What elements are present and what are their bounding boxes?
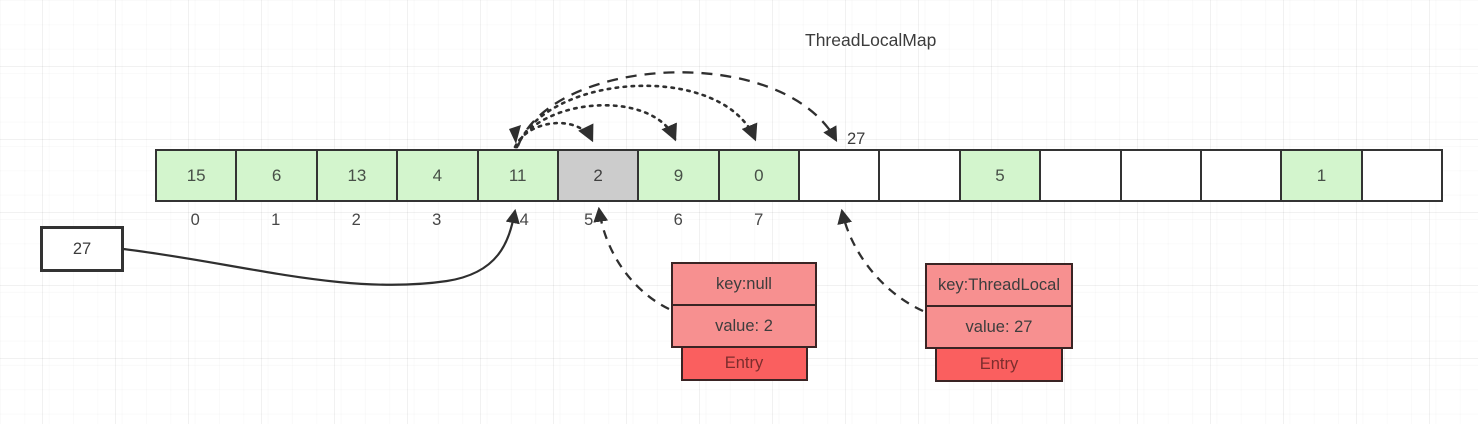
cell-value: 11 bbox=[508, 165, 527, 185]
array-cell-12 bbox=[1121, 151, 1202, 200]
entry-box: key:null value: 2 bbox=[671, 262, 817, 348]
arc-cell4-to-cell6 bbox=[514, 103, 677, 149]
cell-value: 15 bbox=[186, 165, 206, 185]
index-label-4: 4 bbox=[519, 211, 529, 229]
array-cell-11 bbox=[1041, 151, 1122, 200]
index-label-2: 2 bbox=[351, 211, 361, 229]
diagram-title: ThreadLocalMap bbox=[805, 30, 937, 50]
arc-cell4-to-cell7 bbox=[515, 84, 758, 149]
cell-value: 5 bbox=[995, 165, 1005, 185]
arc-cell4-to-cell8 bbox=[516, 71, 838, 147]
array-cell-14: 1 bbox=[1282, 151, 1363, 200]
array-cell-9 bbox=[880, 151, 961, 200]
array-cell-1: 6 bbox=[237, 151, 318, 200]
entry-stale: key:null value: 2 Entry bbox=[671, 262, 817, 381]
index-label-1: 1 bbox=[271, 211, 281, 229]
value-box-27: 27 bbox=[40, 226, 124, 272]
cell-value: 9 bbox=[673, 165, 684, 185]
array-cell-15 bbox=[1362, 151, 1441, 200]
array-cell-8 bbox=[800, 151, 881, 200]
index-label-7: 7 bbox=[754, 211, 764, 229]
entry-value: value: 27 bbox=[965, 317, 1033, 336]
array-cell-2: 13 bbox=[317, 151, 399, 200]
index-label-0: 0 bbox=[190, 211, 200, 229]
cell-value: 0 bbox=[754, 165, 764, 185]
entry-threadlocal: key:ThreadLocal value: 27 Entry bbox=[925, 263, 1073, 382]
entry-box: key:ThreadLocal value: 27 bbox=[925, 263, 1073, 349]
entry-footer: Entry bbox=[680, 346, 808, 381]
index-label-row: 0 1 2 3 4 5 6 7 bbox=[155, 211, 1443, 235]
value-box-label: 27 bbox=[72, 239, 92, 258]
cell-value: 6 bbox=[271, 165, 282, 185]
entry-footer: Entry bbox=[935, 347, 1063, 382]
cell-value: 13 bbox=[347, 165, 367, 185]
array-cell-6: 9 bbox=[639, 151, 720, 200]
array-cell-13 bbox=[1201, 151, 1283, 200]
entry-key: key:null bbox=[673, 264, 815, 306]
index-label-5: 5 bbox=[584, 211, 594, 229]
bucket-array: 15 6 13 4 11 2 9 0 5 1 bbox=[155, 149, 1443, 202]
array-cell-4: 11 bbox=[478, 151, 559, 200]
probe-index-label: 27 bbox=[847, 130, 866, 148]
cell-value: 4 bbox=[432, 165, 443, 185]
array-cell-10: 5 bbox=[960, 151, 1042, 200]
array-cell-3: 4 bbox=[398, 151, 479, 200]
entry-value: value: 2 bbox=[715, 316, 773, 335]
array-cell-5: 2 bbox=[558, 151, 640, 200]
cell-value: 2 bbox=[593, 165, 603, 185]
cell-value: 1 bbox=[1316, 165, 1327, 185]
entry-key: key:ThreadLocal bbox=[927, 265, 1071, 307]
arc-origin-mark bbox=[509, 125, 521, 144]
index-label-3: 3 bbox=[432, 211, 442, 229]
arc-cell4-to-cell5 bbox=[513, 121, 594, 149]
array-cell-0: 15 bbox=[157, 151, 238, 200]
index-label-6: 6 bbox=[673, 211, 683, 229]
array-cell-7: 0 bbox=[719, 151, 800, 200]
